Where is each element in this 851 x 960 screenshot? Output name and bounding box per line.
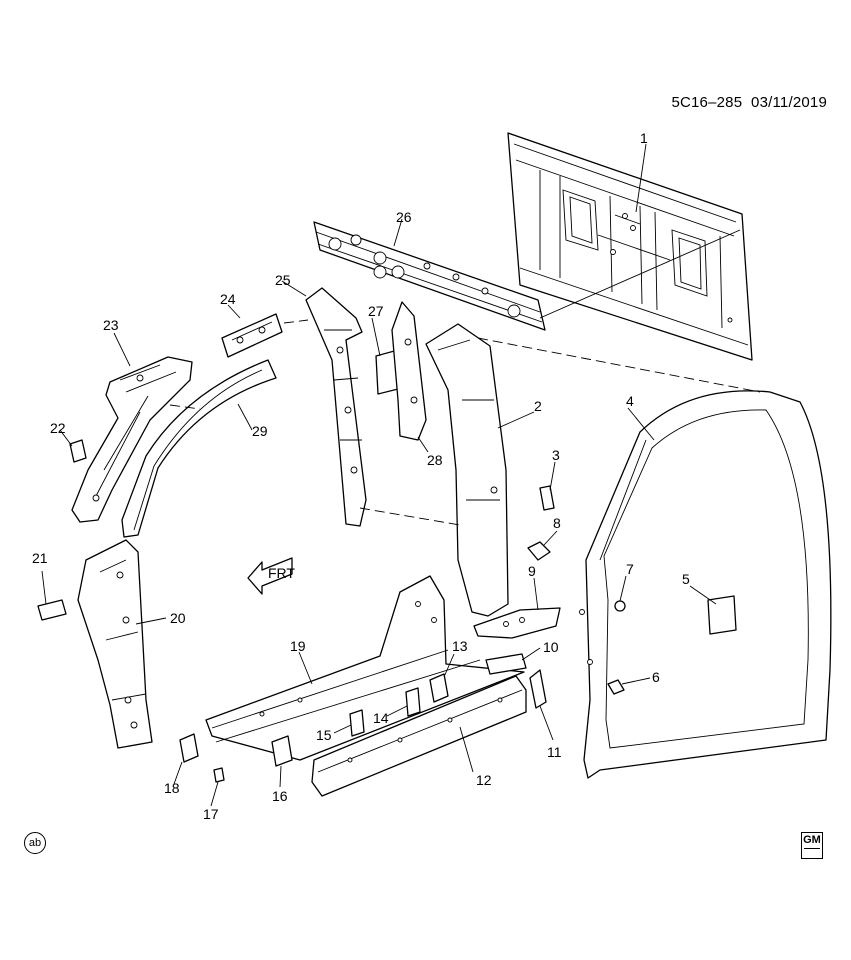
part-22-clip [69,439,87,463]
part-16-bracket [271,735,293,767]
callout-9: 9 [528,563,536,579]
callout-24: 24 [220,291,236,307]
callout-7: 7 [626,561,634,577]
diagram-id: 5C16–285 [671,94,743,111]
callout-15: 15 [316,727,332,743]
callout-20: 20 [170,610,186,626]
callout-23: 23 [103,317,119,333]
part-29-inner-arch [121,359,277,538]
part-6-fastener [607,679,625,695]
callout-6: 6 [652,669,660,685]
part-24-bracket [221,313,283,358]
part-17-plug [213,767,225,783]
callout-18: 18 [164,780,180,796]
callout-17: 17 [203,806,219,822]
gm-logo: GM [801,832,823,859]
front-direction-label: FRT [268,565,295,581]
callout-28: 28 [427,452,443,468]
alignment-lines [169,319,761,526]
part-7-plug [614,600,626,612]
part-19-rocker-inner [205,575,525,761]
callout-labels: 1 2 3 4 5 6 7 8 9 10 11 12 13 14 15 16 1… [32,130,690,822]
callout-12: 12 [476,772,492,788]
callout-16: 16 [272,788,288,804]
gm-logo-text: GM [803,834,821,846]
gm-logo-underline [804,848,820,849]
front-direction-arrow: FRT [247,557,295,595]
part-13-bracket [429,673,449,703]
callout-2: 2 [534,398,542,414]
part-9-sill-bracket [473,607,561,639]
callout-10: 10 [543,639,559,655]
callout-11: 11 [547,744,562,760]
callout-1: 1 [640,130,648,146]
callout-13: 13 [452,638,468,654]
callout-25: 25 [275,272,291,288]
callout-19: 19 [290,638,306,654]
part-5-label [707,595,737,635]
diagram-header: 5C16–285 03/11/2019 [671,94,827,111]
callout-5: 5 [682,571,690,587]
diagram-date: 03/11/2019 [751,94,827,111]
part-25-b-pillar-inner [305,287,367,527]
part-4-side-frame-outer [579,390,832,779]
part-18-end-bracket [179,733,199,763]
callout-22: 22 [50,420,66,436]
part-8-wire-clip [527,541,551,561]
callout-4: 4 [626,393,634,409]
part-28-reinforcement [391,301,427,441]
part-21-bracket [37,599,67,621]
part-14-bracket [405,687,421,717]
part-12-rocker-outer [311,675,527,797]
part-3-clip [539,485,555,511]
callout-21: 21 [32,550,48,566]
callout-27: 27 [368,303,384,319]
callout-8: 8 [553,515,561,531]
callout-3: 3 [552,447,560,463]
part-20-hinge-pillar [77,539,153,749]
part-11-end-cap [529,669,547,709]
part-1-rear-panel [507,132,753,361]
part-23-pillar-reinforcement [71,356,193,523]
leader-lines [41,143,741,807]
callout-14: 14 [373,710,389,726]
callout-26: 26 [396,209,412,225]
part-2-b-pillar [425,323,509,617]
part-15-bracket [349,709,365,737]
part-10-bracket [485,653,527,675]
callout-29: 29 [252,423,268,439]
part-26-cross-rail [313,221,546,331]
ab-badge: ab [24,832,46,854]
